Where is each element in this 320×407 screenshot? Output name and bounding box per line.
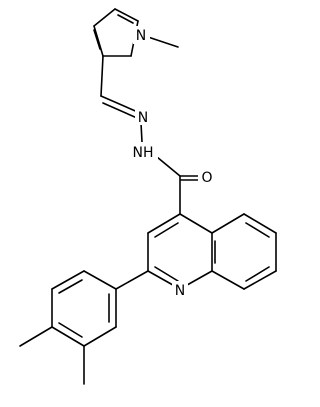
bond xyxy=(83,326,117,347)
bond-double xyxy=(100,95,141,114)
label-bg xyxy=(172,281,188,299)
bond xyxy=(93,25,104,57)
atom-label-quinoline-n: N xyxy=(175,283,185,299)
bond-double xyxy=(154,266,179,282)
bond-double xyxy=(245,266,270,282)
biaryl-bond xyxy=(115,270,149,290)
atom-label-imine-n: N xyxy=(138,110,148,126)
bond xyxy=(51,270,85,290)
bond xyxy=(83,270,117,290)
dimethylphenyl-ring xyxy=(51,270,117,347)
label-bg xyxy=(128,142,158,160)
bond xyxy=(140,122,143,143)
bond-double xyxy=(93,29,101,50)
quinoline-pyridine-ring xyxy=(147,213,213,290)
bond xyxy=(93,8,116,27)
atom-label-amide-nh: NH xyxy=(133,145,154,161)
bond xyxy=(211,213,245,234)
methyl-bond xyxy=(19,326,53,347)
bond xyxy=(51,326,85,347)
label-bg xyxy=(198,168,216,186)
bond-double xyxy=(154,222,179,238)
carbonyl-group xyxy=(179,175,201,215)
label-bg xyxy=(133,26,150,44)
bond xyxy=(243,270,277,290)
pyrrole-ring xyxy=(93,8,139,57)
structure-diagram: N N NH O N xyxy=(19,8,277,385)
hydrazone-linker xyxy=(100,55,181,177)
bond-double xyxy=(245,222,270,238)
bond-double xyxy=(58,322,83,338)
bond xyxy=(156,156,181,177)
quinoline-benzo-ring xyxy=(211,213,277,290)
label-bg xyxy=(135,108,151,125)
bond xyxy=(211,270,245,290)
atom-label-carbonyl-o: O xyxy=(201,170,212,186)
bond-double xyxy=(117,14,134,24)
methyl-bond xyxy=(147,36,179,48)
bond xyxy=(100,55,104,97)
bond xyxy=(114,8,139,22)
bond xyxy=(179,213,213,234)
atom-labels: N N NH O N xyxy=(128,26,216,299)
bond xyxy=(147,213,181,234)
atom-label-pyrrole-n: N xyxy=(136,28,146,44)
bond xyxy=(243,213,277,234)
bond-double xyxy=(58,279,83,294)
bond-double xyxy=(102,102,138,119)
